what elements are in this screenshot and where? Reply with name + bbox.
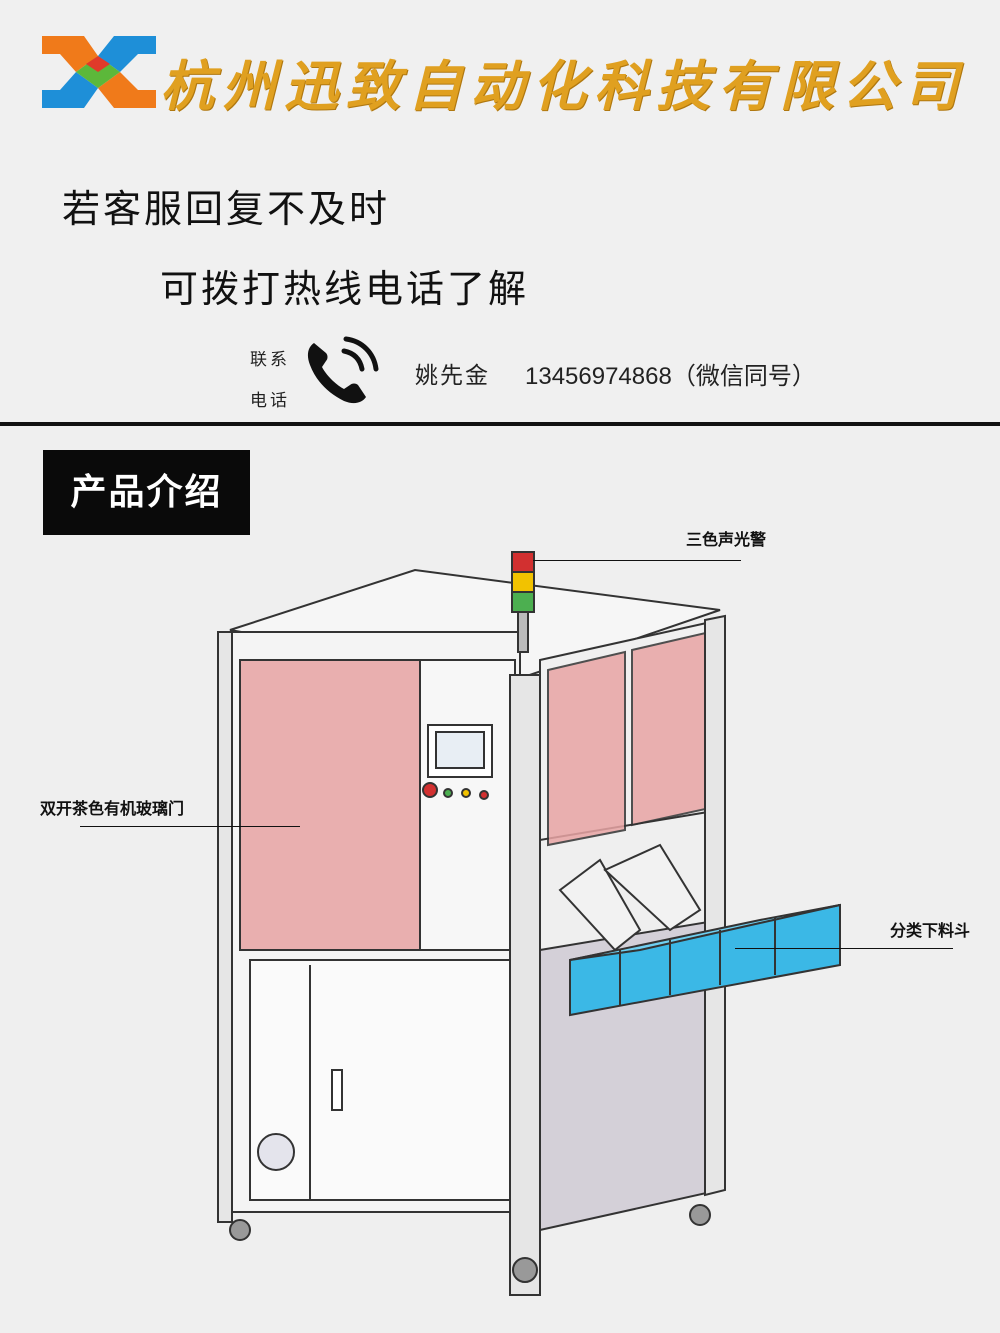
callout-line-sorting-hopper (735, 948, 953, 949)
notice-line-2: 可拨打热线电话了解 (160, 267, 530, 311)
section-title: 产品介绍 (43, 450, 250, 535)
contact-phone-number: 13456974868（微信同号） (525, 363, 816, 390)
callout-tower-light: 三色声光警 (686, 530, 767, 549)
contact-name: 姚先金 (415, 363, 490, 389)
callout-sorting-hopper: 分类下料斗 (890, 921, 971, 940)
contact-label-top: 联系 (250, 350, 290, 370)
phone-icon (307, 336, 379, 404)
notice-line-1: 若客服回复不及时 (62, 187, 391, 231)
callout-line-glass-door (80, 826, 300, 827)
company-name: 杭州迅致自动化科技有限公司 (160, 54, 966, 118)
section-divider (0, 422, 1000, 426)
contact-label-bottom: 电话 (250, 391, 290, 411)
callout-glass-door: 双开茶色有机玻璃门 (40, 799, 185, 818)
header-banner: 杭州迅致自动化科技有限公司 若客服回复不及时 可拨打热线电话了解 联系 电话 姚… (0, 0, 1000, 423)
machine-illustration (217, 551, 841, 1296)
company-logo (42, 36, 156, 108)
callout-line-tower-light (533, 560, 741, 561)
